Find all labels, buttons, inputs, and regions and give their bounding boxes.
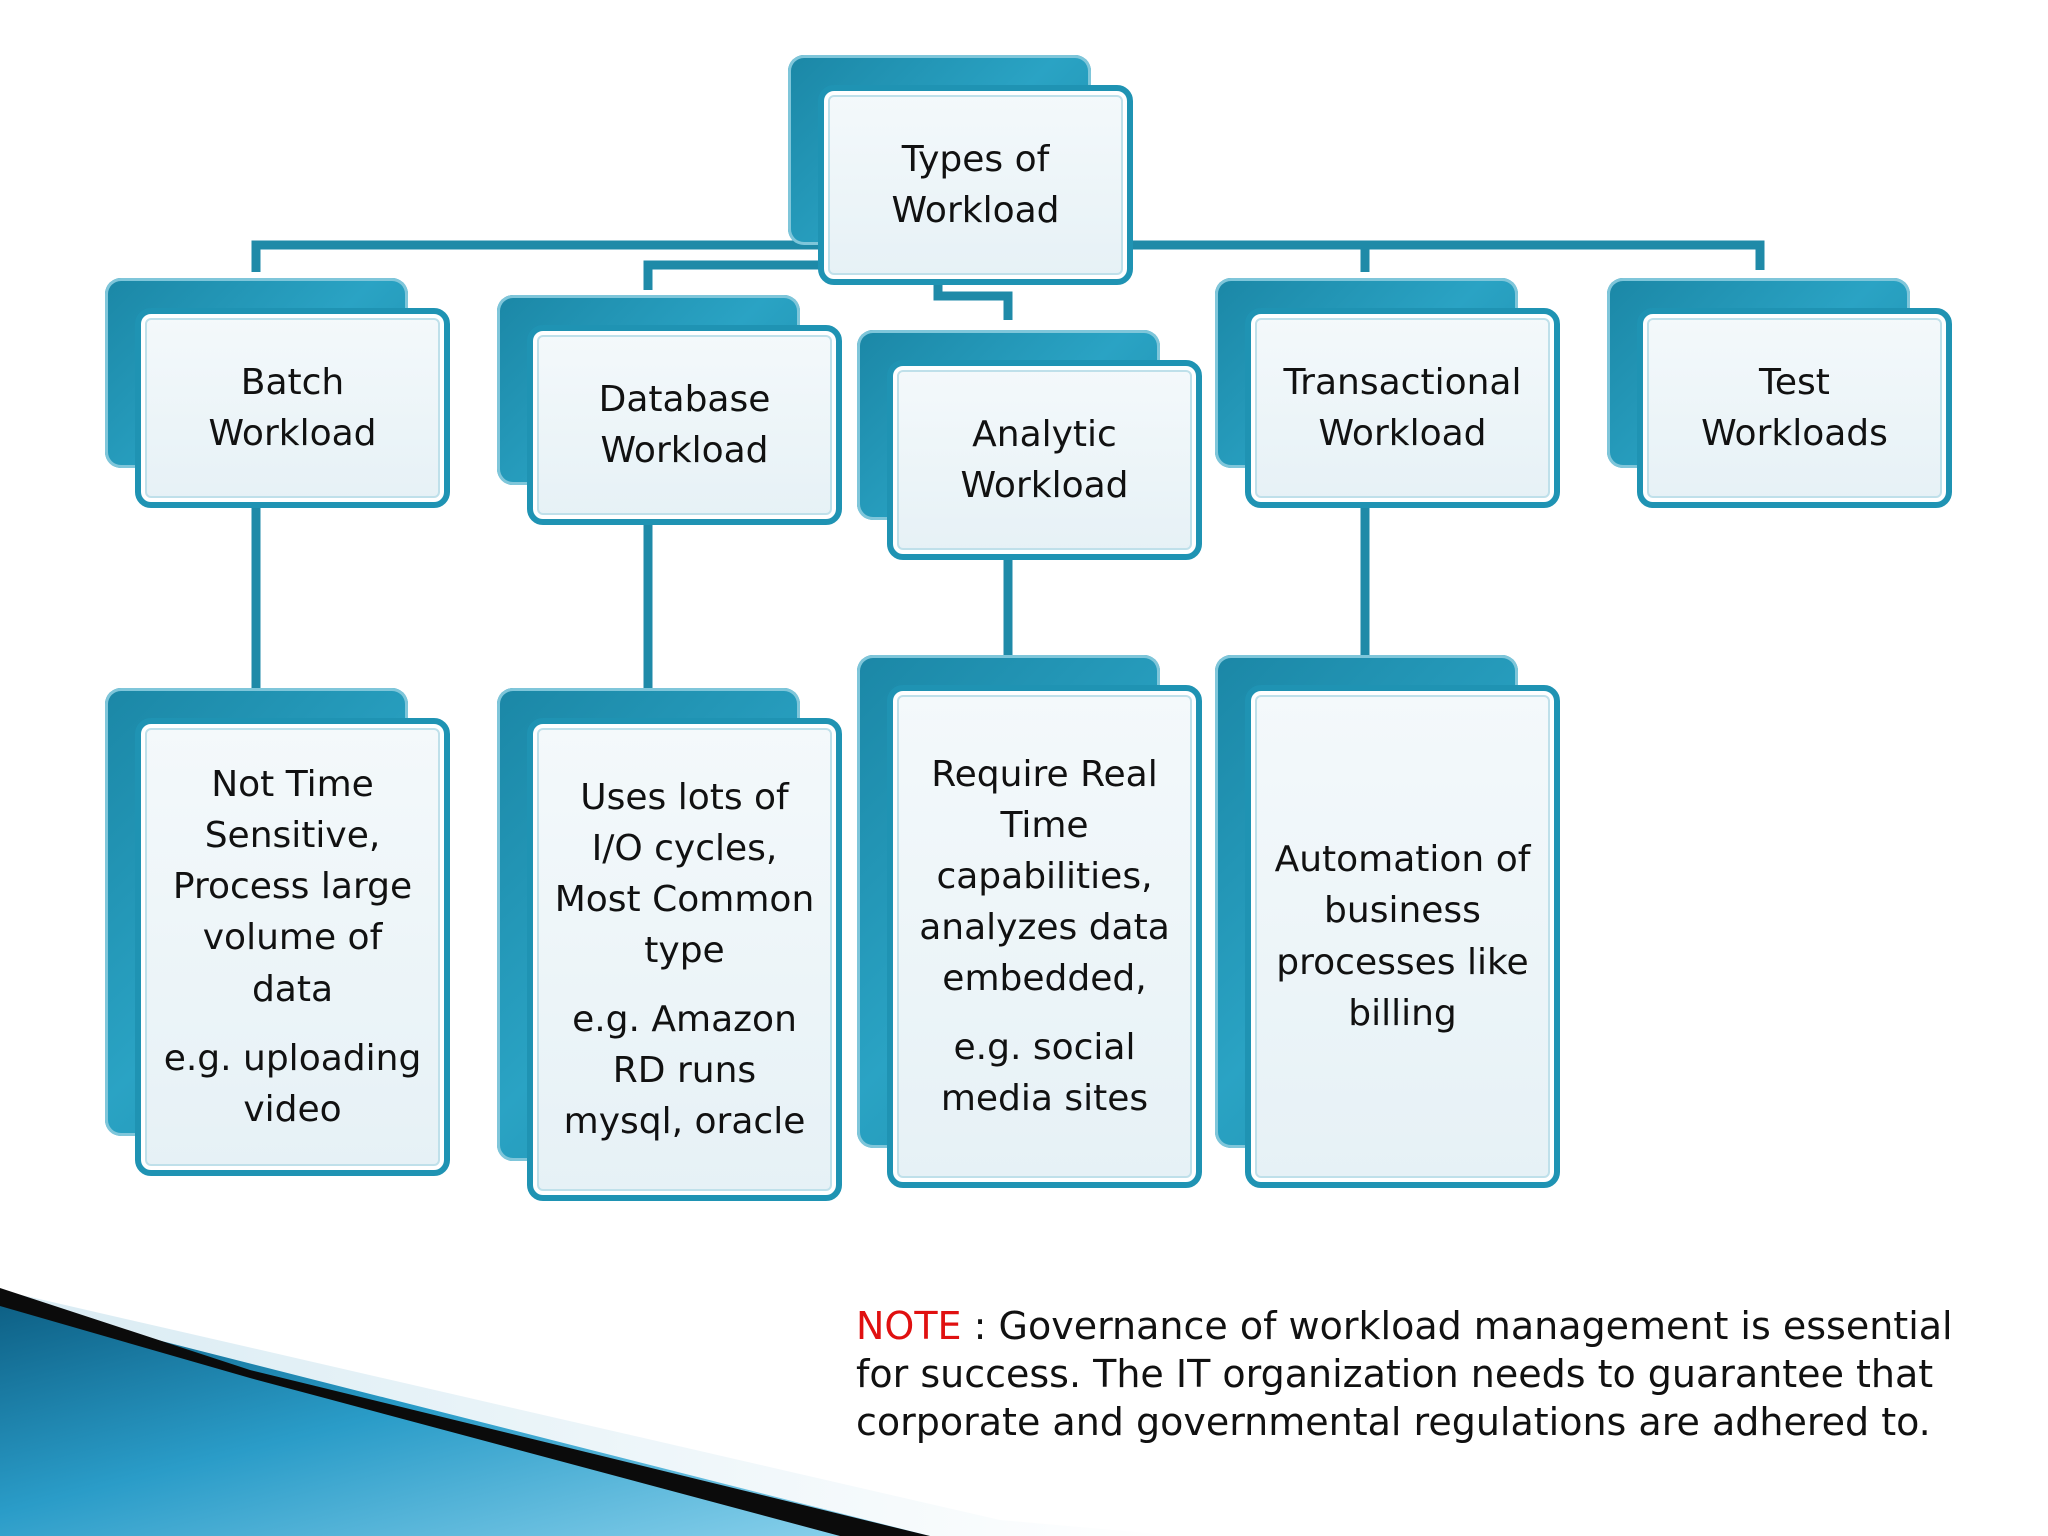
category-node-test: Test Workloads: [1607, 278, 1952, 508]
category-label-transactional: Transactional Workload: [1283, 361, 1522, 454]
category-label-database: Database Workload: [598, 378, 771, 471]
example-text-batch: e.g. uploading video: [163, 1037, 422, 1130]
category-label-test: Test Workloads: [1701, 361, 1888, 454]
category-node-transactional: Transactional Workload: [1215, 278, 1560, 508]
connector-root-database: [643, 260, 820, 290]
root-label: Types of Workload: [891, 138, 1060, 231]
description-text-database: Uses lots of I/O cycles, Most Common typ…: [554, 776, 815, 971]
root-node: Types of Workload: [788, 55, 1133, 285]
description-node-transactional: Automation of business processes like bi…: [1215, 655, 1560, 1188]
connector-root-batch: [251, 240, 820, 272]
connector-root-test: [1128, 240, 1765, 270]
category-node-database: Database Workload: [497, 295, 842, 525]
note-body: : Governance of workload management is e…: [856, 1304, 1953, 1444]
category-node-batch: Batch Workload: [105, 278, 450, 508]
example-text-database: e.g. Amazon RD runs mysql, oracle: [563, 999, 806, 1143]
category-label-analytic: Analytic Workload: [960, 413, 1129, 506]
description-node-analytic: Require Real Time capabilities, analyzes…: [857, 655, 1202, 1188]
description-text-transactional: Automation of business processes like bi…: [1274, 839, 1531, 1034]
note-label: NOTE: [856, 1304, 962, 1348]
description-node-batch: Not Time Sensitive, Process large volume…: [105, 688, 450, 1176]
connector-root-analytic: [933, 280, 1013, 320]
root-connectors: [251, 240, 1765, 320]
example-text-analytic: e.g. social media sites: [940, 1027, 1149, 1120]
note-text: NOTE : Governance of workload management…: [856, 1302, 1976, 1446]
category-label-batch: Batch Workload: [208, 361, 377, 454]
description-node-database: Uses lots of I/O cycles, Most Common typ…: [497, 688, 842, 1201]
category-node-analytic: Analytic Workload: [857, 330, 1202, 560]
description-text-batch: Not Time Sensitive, Process large volume…: [172, 764, 413, 1010]
description-text-analytic: Require Real Time capabilities, analyzes…: [919, 753, 1170, 1000]
child-connectors: [251, 505, 1370, 690]
